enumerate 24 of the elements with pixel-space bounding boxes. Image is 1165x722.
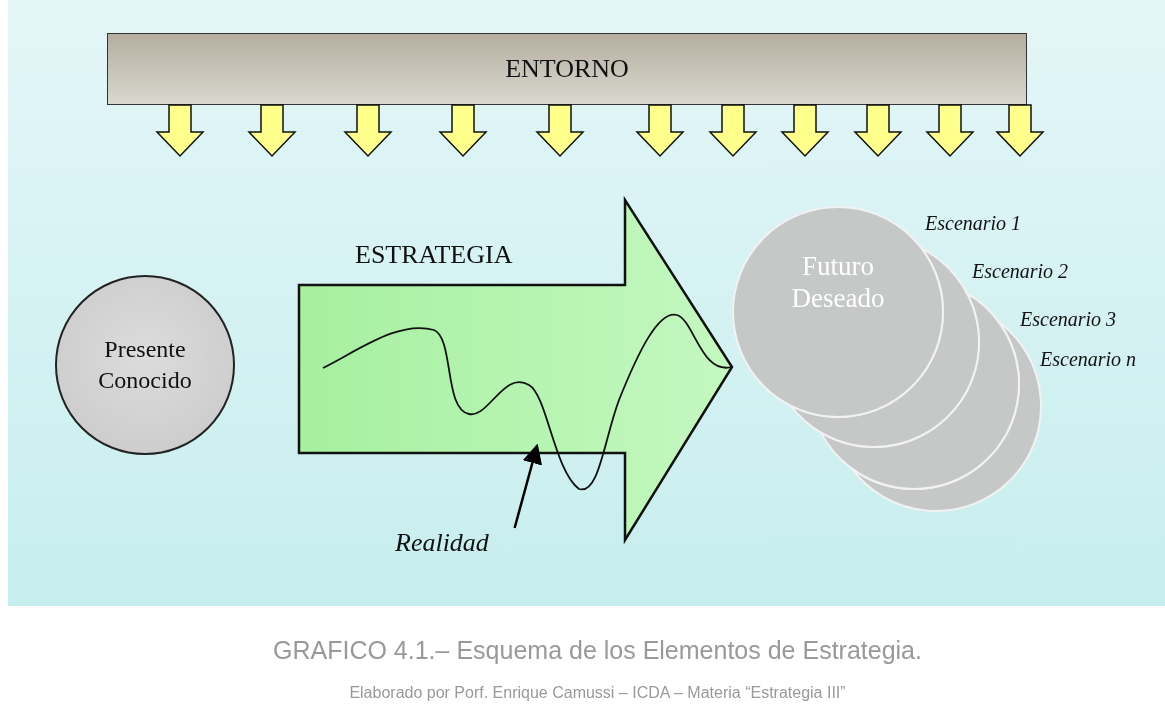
figure-caption: GRAFICO 4.1.– Esquema de los Elementos de Estrategia. (272, 636, 923, 665)
block-arrow (995, 104, 1045, 158)
block-arrow (853, 104, 903, 158)
scenario-label: Escenario 3 (1020, 308, 1117, 331)
block-arrow (925, 104, 975, 158)
block-arrow (343, 104, 393, 158)
block-arrow (535, 104, 585, 158)
node-label: Presente Conocido (97, 334, 193, 395)
block-arrow (247, 104, 297, 158)
band-label: ENTORNO (505, 54, 629, 84)
scenario-label: Escenario n (1040, 348, 1137, 371)
credit-note: Elaborado por Porf. Enrique Camussi – ICDA – Materia “Estrategia III” (348, 684, 847, 702)
block-arrow (708, 104, 758, 158)
scenario-label: Escenario 1 (925, 212, 1022, 235)
node-label: Futuro Deseado (790, 249, 886, 315)
block-arrow (155, 104, 205, 158)
leader-arrow (513, 443, 543, 529)
block-arrow (780, 104, 830, 158)
environment-band (107, 33, 1027, 105)
leader-text: Realidad (395, 528, 489, 558)
block-arrow (438, 104, 488, 158)
arrow-title: ESTRATEGIA (355, 240, 513, 270)
block-arrow (635, 104, 685, 158)
scenario-label: Escenario 2 (972, 260, 1069, 283)
